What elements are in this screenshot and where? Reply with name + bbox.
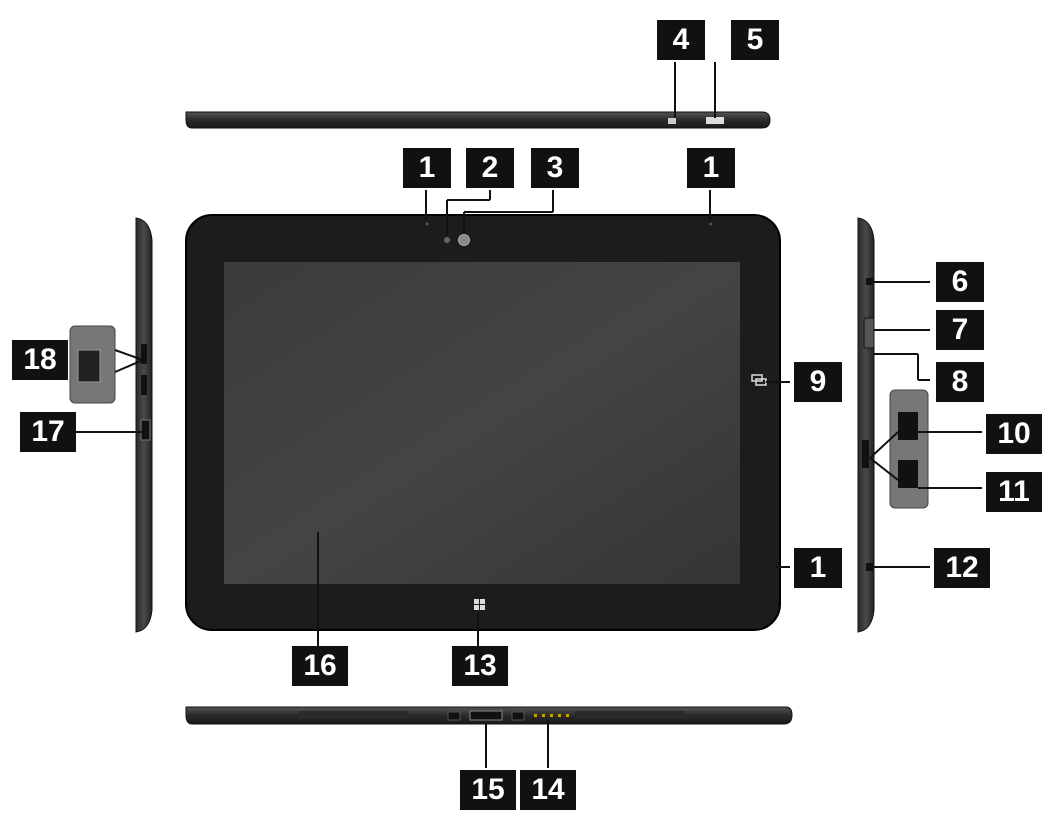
usb-port-slot bbox=[140, 419, 151, 441]
volume-button bbox=[863, 317, 875, 349]
pogo-pins bbox=[534, 714, 569, 717]
leader-lines bbox=[75, 62, 982, 768]
microphone-left bbox=[425, 222, 429, 226]
card-slot bbox=[862, 440, 869, 468]
callout-6: 6 bbox=[936, 262, 984, 302]
micro-sim-slot bbox=[898, 460, 918, 488]
usb-connector bbox=[77, 349, 101, 383]
left-port-slot-2 bbox=[141, 375, 147, 395]
callout-9: 9 bbox=[794, 362, 842, 402]
left-port-slot bbox=[141, 344, 147, 364]
windows-logo-icon bbox=[474, 599, 485, 610]
callout-17: 17 bbox=[20, 412, 76, 452]
callout-1-top-right: 1 bbox=[687, 148, 735, 188]
usb-bottom-slot bbox=[469, 710, 503, 721]
micro-sd-slot bbox=[898, 412, 918, 440]
top-edge-view bbox=[185, 111, 771, 129]
callout-16: 16 bbox=[292, 646, 348, 686]
card-detail-box bbox=[889, 389, 929, 509]
callout-1-top-left: 1 bbox=[403, 148, 451, 188]
vent-left bbox=[298, 711, 408, 719]
screen bbox=[224, 262, 740, 584]
front-view bbox=[185, 214, 781, 631]
callout-2: 2 bbox=[466, 148, 514, 188]
callout-5: 5 bbox=[731, 20, 779, 60]
audio-jack bbox=[866, 278, 873, 285]
callout-18: 18 bbox=[12, 340, 68, 380]
dock-hole-left bbox=[447, 711, 461, 721]
ambient-light-sensor-icon bbox=[444, 237, 450, 243]
microphone-switch-slot bbox=[668, 118, 676, 124]
callout-14: 14 bbox=[520, 770, 576, 810]
left-side-view bbox=[69, 217, 153, 633]
callout-8: 8 bbox=[936, 362, 984, 402]
microphone-right bbox=[709, 222, 713, 226]
front-camera-icon bbox=[458, 234, 470, 246]
callout-4: 4 bbox=[657, 20, 705, 60]
callout-10: 10 bbox=[986, 414, 1042, 454]
bottom-edge-view bbox=[185, 706, 793, 725]
vent-right bbox=[575, 711, 685, 719]
callout-13: 13 bbox=[452, 646, 508, 686]
security-keyhole bbox=[866, 563, 873, 571]
callout-3: 3 bbox=[531, 148, 579, 188]
callout-15: 15 bbox=[460, 770, 516, 810]
right-side-view bbox=[857, 217, 929, 633]
callout-7: 7 bbox=[936, 310, 984, 350]
callout-11: 11 bbox=[986, 472, 1042, 512]
power-button-slot bbox=[706, 117, 724, 124]
callout-12: 12 bbox=[934, 548, 990, 588]
dock-hole-right bbox=[511, 711, 525, 721]
callout-1-right: 1 bbox=[794, 548, 842, 588]
